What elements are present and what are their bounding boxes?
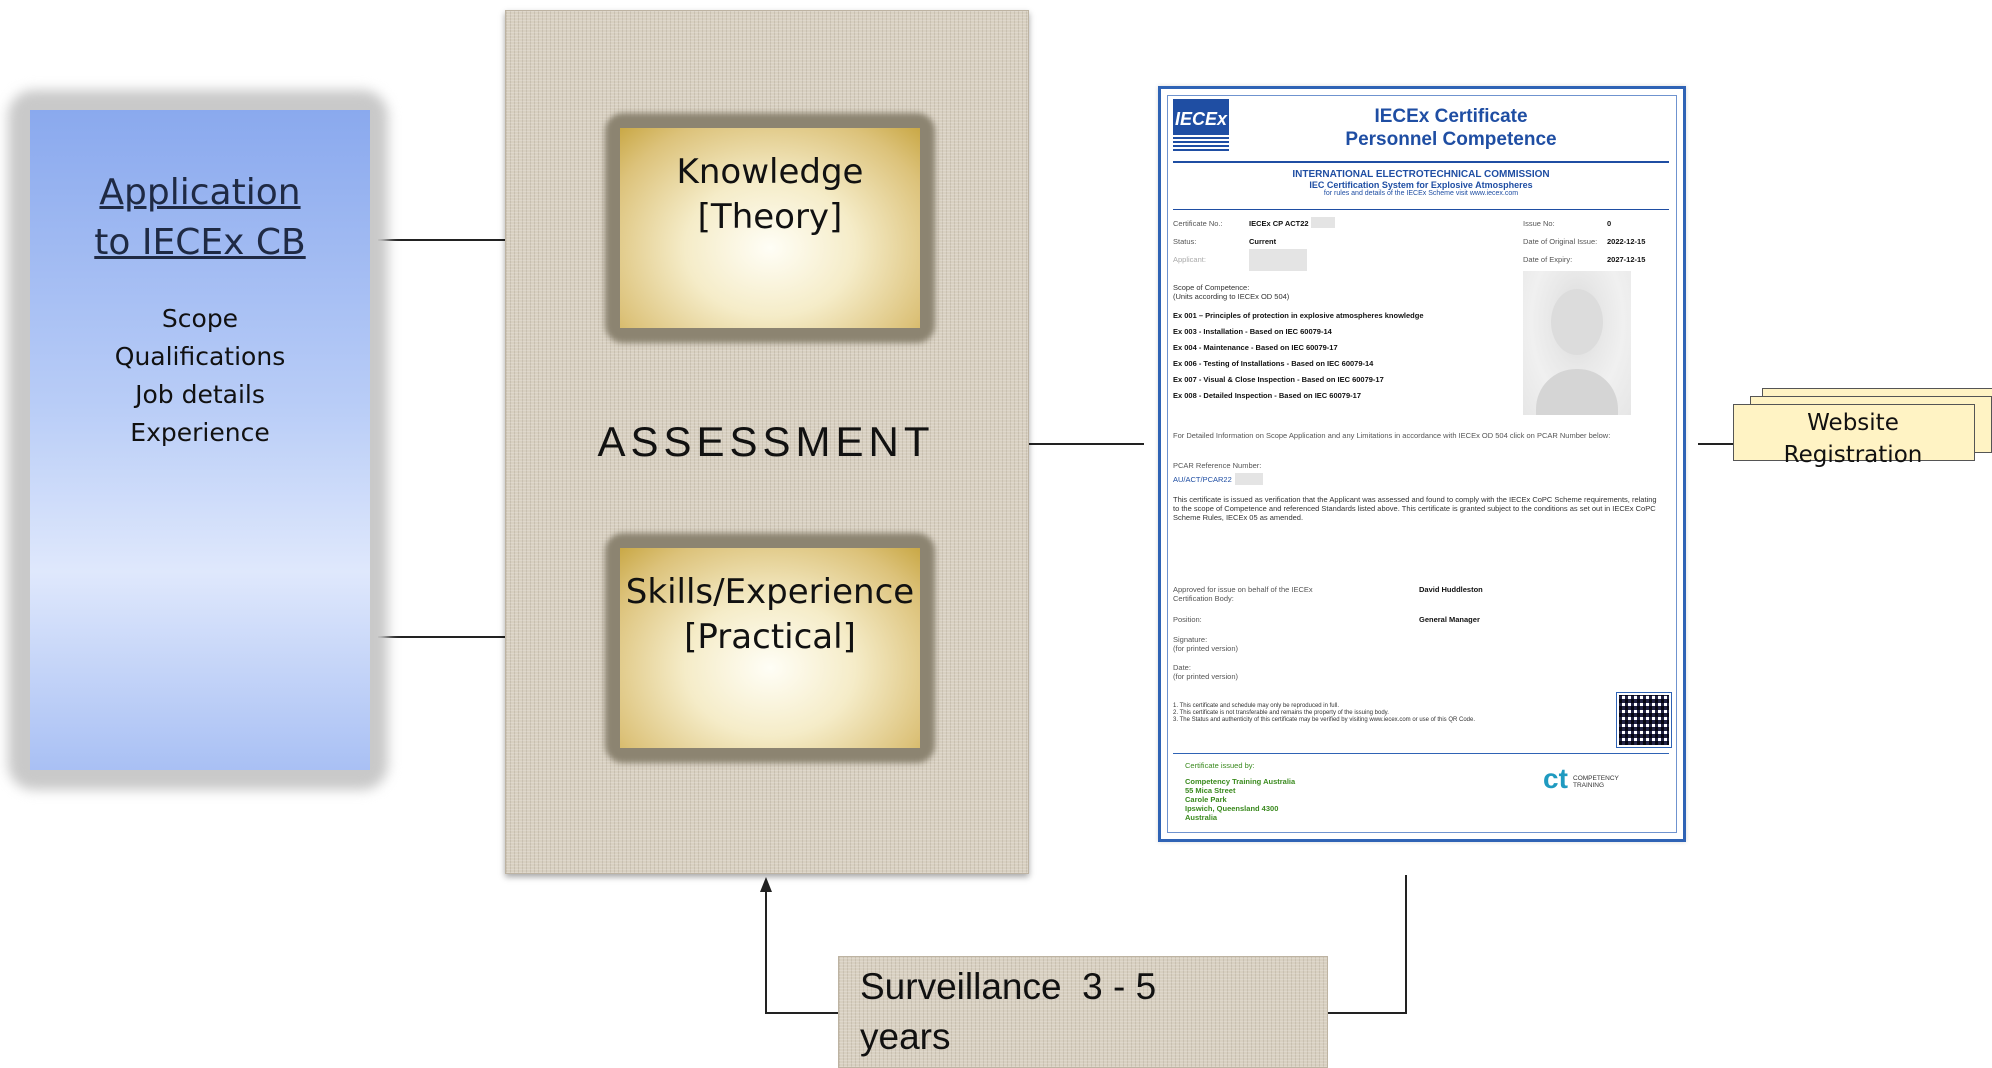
- application-item-qualifications: Qualifications: [114, 342, 286, 371]
- arrowhead-up-icon: [760, 877, 772, 892]
- certificate-title: IECEx Certificate Personnel Competence: [1241, 105, 1661, 151]
- detail-note: For Detailed Information on Scope Applic…: [1173, 431, 1611, 440]
- original-issue-value: 2022-12-15: [1607, 237, 1646, 246]
- website-line2: Registration: [1783, 442, 1923, 468]
- application-item-scope: Scope: [161, 304, 239, 333]
- qr-code-icon[interactable]: [1616, 692, 1672, 748]
- org-line1: INTERNATIONAL ELECTROTECHNICAL COMMISSIO…: [1292, 169, 1550, 180]
- applicant-label: Applicant:: [1173, 255, 1206, 264]
- skills-label: Skills/Experience [Practical]: [620, 570, 920, 660]
- footnote: 2. This certificate is not transferable …: [1173, 710, 1389, 716]
- date-label: Date:: [1173, 663, 1191, 672]
- skills-box: [620, 548, 920, 748]
- expiry-value: 2027-12-15: [1607, 255, 1646, 264]
- footnote: 1. This certificate and schedule may onl…: [1173, 703, 1339, 709]
- ct-mark-icon: ct: [1543, 763, 1568, 794]
- skills-line2: [Practical]: [684, 617, 856, 657]
- scope-item: Ex 004 - Maintenance - Based on IEC 6007…: [1173, 343, 1338, 352]
- issuer-name: Competency Training Australia: [1185, 777, 1296, 786]
- pcar-label: PCAR Reference Number:: [1173, 461, 1262, 470]
- status-value: Current: [1249, 237, 1277, 246]
- position-value: General Manager: [1419, 615, 1480, 624]
- issuer-country: Australia: [1185, 813, 1218, 822]
- redaction: [1235, 473, 1263, 485]
- certificate-title-line2: Personnel Competence: [1345, 129, 1557, 150]
- original-issue-label: Date of Original Issue:: [1523, 237, 1598, 246]
- certificate-statement: This certificate is issued as verificati…: [1173, 495, 1657, 522]
- application-item-job-details: Job details: [135, 380, 265, 409]
- issuer-address: Ipswich, Queensland 4300: [1185, 804, 1279, 813]
- date-sublabel: (for printed version): [1173, 672, 1239, 681]
- signature-label: Signature:: [1173, 635, 1208, 644]
- cert-no-value: IECEx CP ACT22: [1249, 219, 1309, 228]
- application-item-experience: Experience: [130, 418, 270, 447]
- expiry-label: Date of Expiry:: [1523, 255, 1573, 264]
- scope-sublabel: (Units according to IECEx OD 504): [1173, 292, 1290, 301]
- applicant-redacted: [1249, 249, 1307, 271]
- scope-item: Ex 007 - Visual & Close Inspection - Bas…: [1173, 375, 1384, 384]
- knowledge-box: [620, 128, 920, 328]
- scope-item: Ex 001 – Principles of protection in exp…: [1173, 311, 1424, 320]
- redaction: [1311, 217, 1335, 228]
- approved-label: Approved for issue on behalf of the IECE…: [1173, 585, 1313, 594]
- surveillance-label: Surveillance 3 - 5 years: [860, 962, 1300, 1062]
- surveillance-line2: years: [860, 1016, 951, 1057]
- ct-logo-main: COMPETENCY: [1573, 775, 1619, 782]
- scope-item: Ex 003 - Installation - Based on IEC 600…: [1173, 327, 1332, 336]
- scope-item: Ex 008 - Detailed Inspection - Based on …: [1173, 391, 1361, 400]
- application-box: [30, 110, 370, 770]
- skills-line1: Skills/Experience: [625, 572, 915, 612]
- certificate-document: IECEx IECEx Certificate Personnel Compet…: [1158, 86, 1686, 842]
- issuer-address: 55 Mica Street: [1185, 786, 1236, 795]
- iecex-logo-stripes: [1173, 135, 1229, 153]
- connector-surveillance-assessment: [765, 885, 838, 1014]
- scope-label: Scope of Competence:: [1173, 283, 1250, 292]
- approved-sublabel: Certification Body:: [1173, 594, 1234, 603]
- issued-by-label: Certificate issued by:: [1185, 761, 1255, 770]
- issue-no-label: Issue No:: [1523, 219, 1555, 228]
- website-line1: Website: [1807, 410, 1899, 436]
- knowledge-line2: [Theory]: [697, 197, 843, 237]
- knowledge-label: Knowledge [Theory]: [620, 150, 920, 240]
- application-title: Application to IECEx CB: [30, 168, 370, 268]
- certificate-divider: [1173, 753, 1669, 754]
- org-line2: IEC Certification System for Explosive A…: [1309, 180, 1533, 190]
- knowledge-line1: Knowledge: [676, 152, 864, 192]
- surveillance-line1: Surveillance 3 - 5: [860, 966, 1157, 1007]
- photo-head: [1551, 289, 1603, 355]
- application-title-line2: to IECEx CB: [94, 222, 306, 263]
- application-title-line1: Application: [99, 172, 301, 213]
- issue-no-value: 0: [1607, 219, 1612, 228]
- issuer-address: Carole Park: [1185, 795, 1227, 804]
- scope-item: Ex 006 - Testing of Installations - Base…: [1173, 359, 1374, 368]
- surveillance-box: [838, 956, 1328, 1068]
- approved-value: David Huddleston: [1419, 585, 1483, 594]
- website-doc-front: [1733, 404, 1975, 461]
- assessment-label: ASSESSMENT: [597, 418, 935, 465]
- website-registration-label: Website Registration: [1733, 407, 1973, 471]
- footnote: 3. The Status and authenticity of this c…: [1173, 717, 1476, 723]
- certificate-divider: [1173, 161, 1669, 163]
- application-items: Scope Qualifications Job details Experie…: [30, 300, 370, 452]
- pcar-link[interactable]: AU/ACT/PCAR22: [1173, 475, 1232, 484]
- certificate-organisation: INTERNATIONAL ELECTROTECHNICAL COMMISSIO…: [1173, 169, 1669, 197]
- signature-sublabel: (for printed version): [1173, 644, 1239, 653]
- status-label: Status:: [1173, 237, 1197, 246]
- cert-no-label: Certificate No.:: [1173, 219, 1223, 228]
- connector-certificate-surveillance: [1326, 875, 1407, 1014]
- certificate-divider: [1173, 209, 1669, 210]
- certificate-inner-border: [1167, 95, 1677, 833]
- org-line3: for rules and details of the IECEx Schem…: [1323, 190, 1519, 197]
- certificate-title-line1: IECEx Certificate: [1374, 106, 1528, 127]
- ct-logo-sub: TRAINING: [1573, 782, 1605, 789]
- position-label: Position:: [1173, 615, 1202, 624]
